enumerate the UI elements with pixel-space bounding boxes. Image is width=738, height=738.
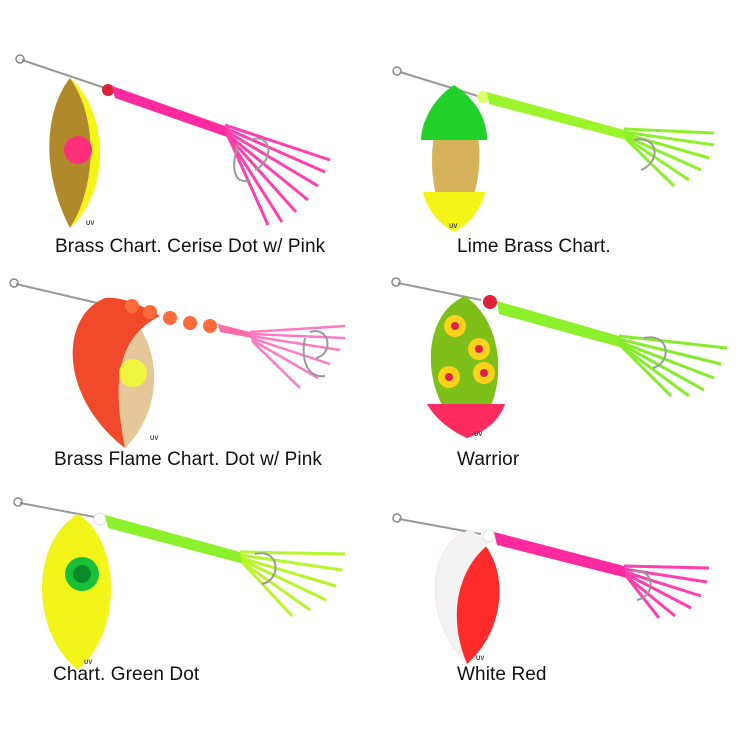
lure-image: UV	[392, 513, 710, 664]
lure-image: UV	[9, 278, 346, 448]
blade-dot	[64, 136, 92, 164]
lure-image: UV	[391, 277, 728, 438]
skirt-strands	[224, 123, 331, 226]
lure-image: UV	[392, 66, 715, 232]
bead	[482, 529, 496, 543]
wire-shaft	[15, 283, 111, 307]
lure-card-white-red: UV White Red	[369, 492, 738, 738]
treble-hook	[630, 570, 652, 601]
wire-shaft	[399, 71, 482, 98]
lure-name: Chart. Green Dot	[53, 664, 200, 685]
lure-card-chart-green-dot: UV Chart. Green Dot	[0, 492, 369, 738]
blade-mark: UV	[150, 436, 158, 442]
blade-bottom	[427, 404, 505, 438]
skirt-strands	[249, 324, 346, 389]
wire-loop	[391, 277, 401, 287]
beads	[125, 299, 217, 333]
blade	[42, 514, 111, 670]
blade-mark: UV	[474, 432, 482, 438]
skirt-strands	[618, 334, 728, 398]
wire-shaft	[397, 282, 482, 301]
lure-name: Lime Brass Chart.	[457, 236, 611, 257]
treble-hook	[643, 336, 667, 369]
lure-image: UV	[13, 497, 346, 670]
wire-shaft	[21, 59, 106, 89]
treble-hook	[254, 552, 277, 585]
skirt-strands	[623, 127, 715, 188]
lure-body	[112, 86, 230, 138]
lure-body	[494, 532, 627, 578]
bead	[102, 84, 114, 96]
blade-mark: UV	[476, 656, 484, 662]
lure-name: Brass Chart. Cerise Dot w/ Pink	[55, 236, 326, 257]
lure-card-brass-chart-cerise-dot-pink: UV Brass Chart. Cerise Dot w/ Pink	[0, 0, 369, 257]
treble-hook	[249, 137, 270, 171]
treble-hook	[309, 330, 329, 359]
lure-card-warrior: UV Warrior	[369, 246, 738, 492]
blade-dots	[438, 315, 495, 388]
wire-loop	[13, 497, 23, 507]
bead	[483, 295, 497, 309]
lure-name: Warrior	[457, 449, 520, 470]
blade-bottom	[423, 192, 485, 232]
blade-left	[434, 530, 489, 664]
blade-mark: UV	[86, 221, 94, 227]
blade-mark: UV	[84, 660, 92, 666]
bead	[477, 91, 489, 103]
wire-loop	[9, 278, 19, 288]
wire-loop	[392, 66, 402, 76]
lure-card-lime-brass-chart: UV Lime Brass Chart.	[369, 0, 738, 257]
lure-name: Brass Flame Chart. Dot w/ Pink	[54, 449, 323, 470]
lure-body	[218, 324, 252, 338]
skirt-strands	[623, 564, 710, 619]
lure-card-brass-flame-chart-dot-pink: UV Brass Flame Chart. Dot w/ Pink	[0, 246, 369, 492]
wire-loop	[392, 513, 402, 523]
lure-body	[487, 92, 627, 140]
blade-top	[421, 85, 487, 140]
treble-hook	[633, 138, 656, 171]
lure-image: UV	[15, 54, 331, 228]
lure-body	[497, 301, 623, 348]
wire-loop	[15, 54, 25, 64]
blade-left	[72, 297, 160, 448]
wire-shaft	[19, 502, 101, 519]
blade-mark: UV	[449, 224, 457, 230]
skirt-strands	[239, 550, 346, 618]
blade-right	[70, 78, 101, 228]
lure-body	[105, 515, 244, 564]
bead	[93, 512, 107, 526]
blade-dot	[119, 359, 147, 387]
lure-name: White Red	[457, 664, 547, 685]
